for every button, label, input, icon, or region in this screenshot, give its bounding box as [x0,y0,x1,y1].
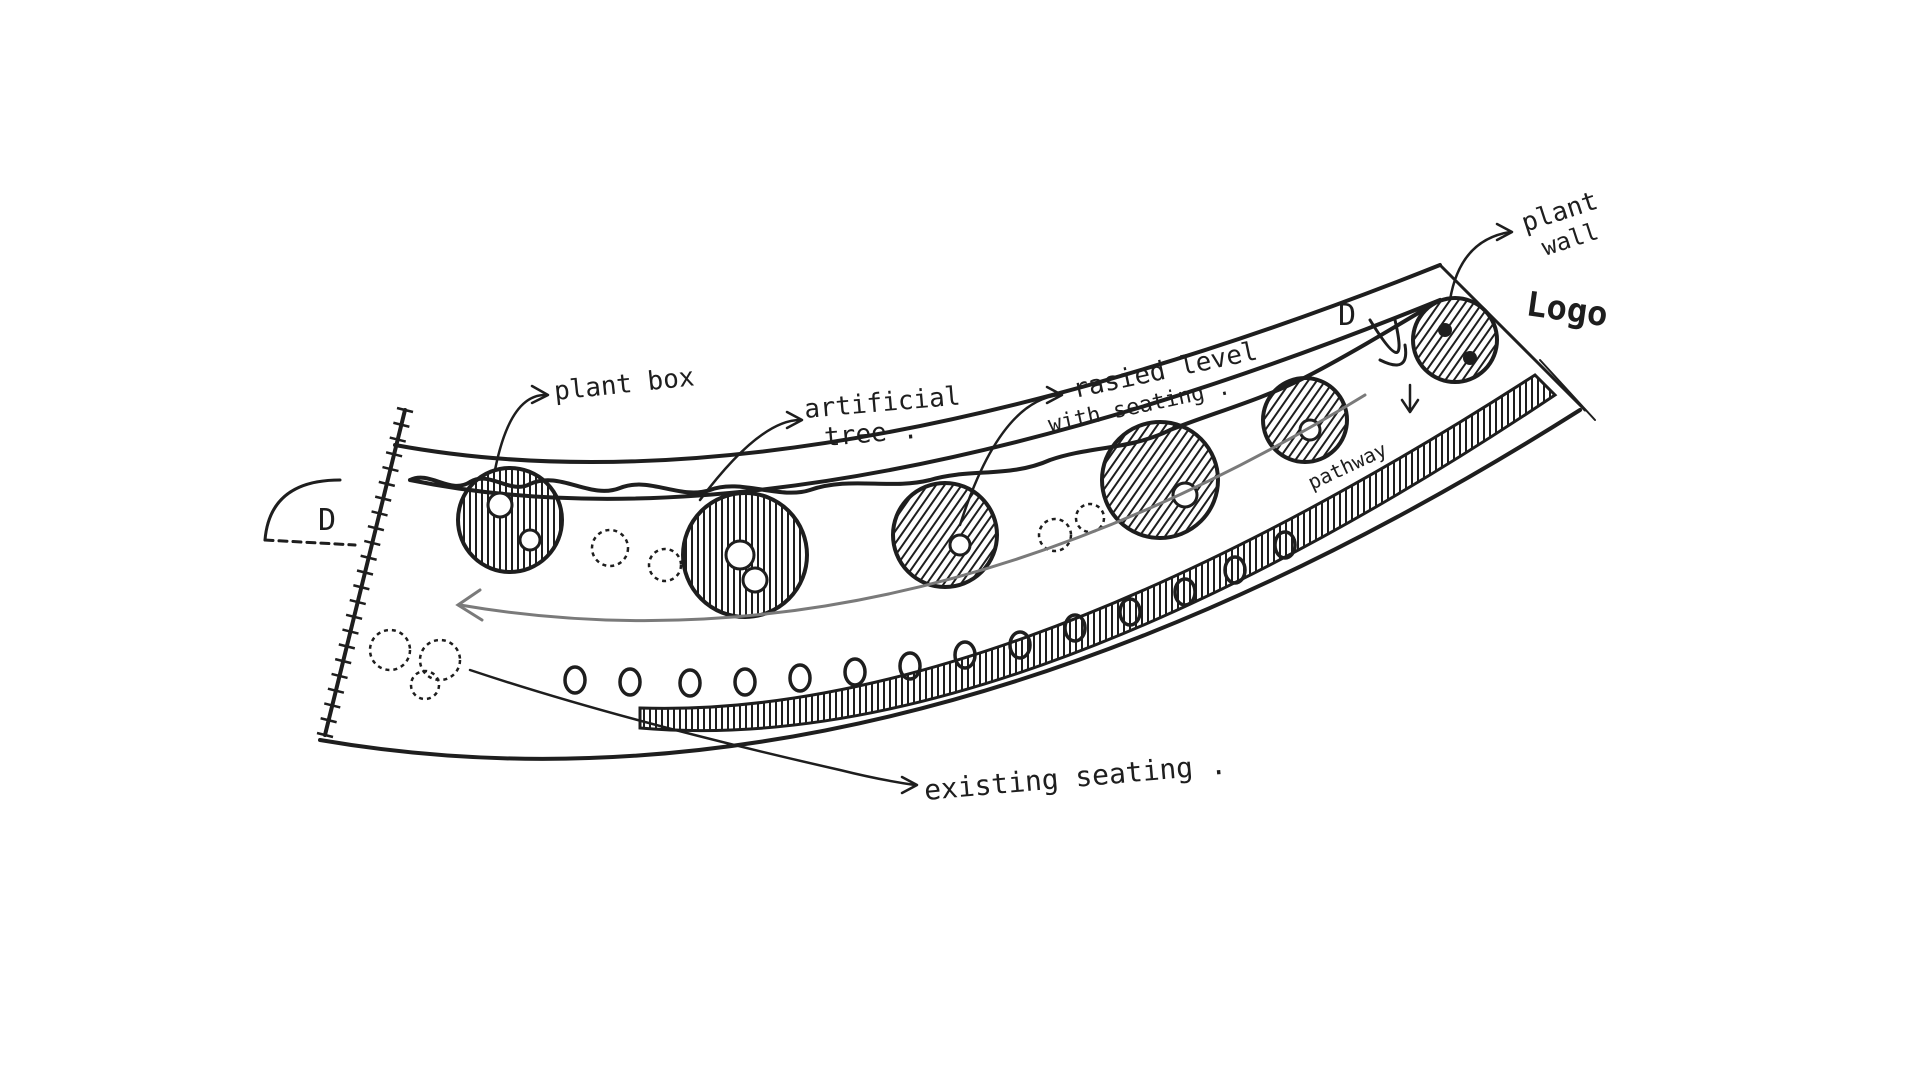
wall-tick [320,717,337,724]
door-label-right: D [1338,298,1356,333]
seat-oval [563,665,587,695]
wall-tick [393,421,410,428]
door-left: D [263,478,357,547]
wall-tick [342,628,359,635]
door-label-left: D [318,503,336,538]
wall-tick [396,406,414,414]
wall-tick [371,510,388,517]
wall-tick [367,524,385,532]
wall-tick [334,657,352,665]
existing-seating-band [638,373,1558,733]
wall-tick [345,613,363,621]
label-logo: Logo [1524,284,1611,335]
plant-box-circles [456,296,1499,619]
wall-tick [316,731,334,739]
wall-tick [378,480,396,488]
seat-oval [618,667,642,697]
wall-tick [356,569,374,576]
wall-tick [338,643,356,650]
wall-tick [374,495,392,502]
wall-tick [382,465,399,473]
seat-oval [678,668,702,698]
leader-lines [468,222,1514,795]
wall-tick [389,436,407,443]
door-right: D [1338,298,1420,414]
seat-oval [843,657,867,687]
wall-tick [331,672,348,680]
circulation-arrow [455,393,1367,623]
wall-tick [353,584,370,591]
wall-tick [363,539,381,547]
wall-tick [327,687,345,694]
label-plant-box: plant box [553,362,696,407]
wall-tick [323,702,341,709]
wall-tick [360,554,377,561]
seat-oval [733,667,757,697]
wall-tick [349,598,367,606]
label-existing-seating: existing seating . [923,748,1228,807]
boundary-wall-ticks [316,406,414,739]
wall-tick [385,451,403,458]
seat-oval [788,663,812,693]
shrub-circles [368,502,1106,701]
